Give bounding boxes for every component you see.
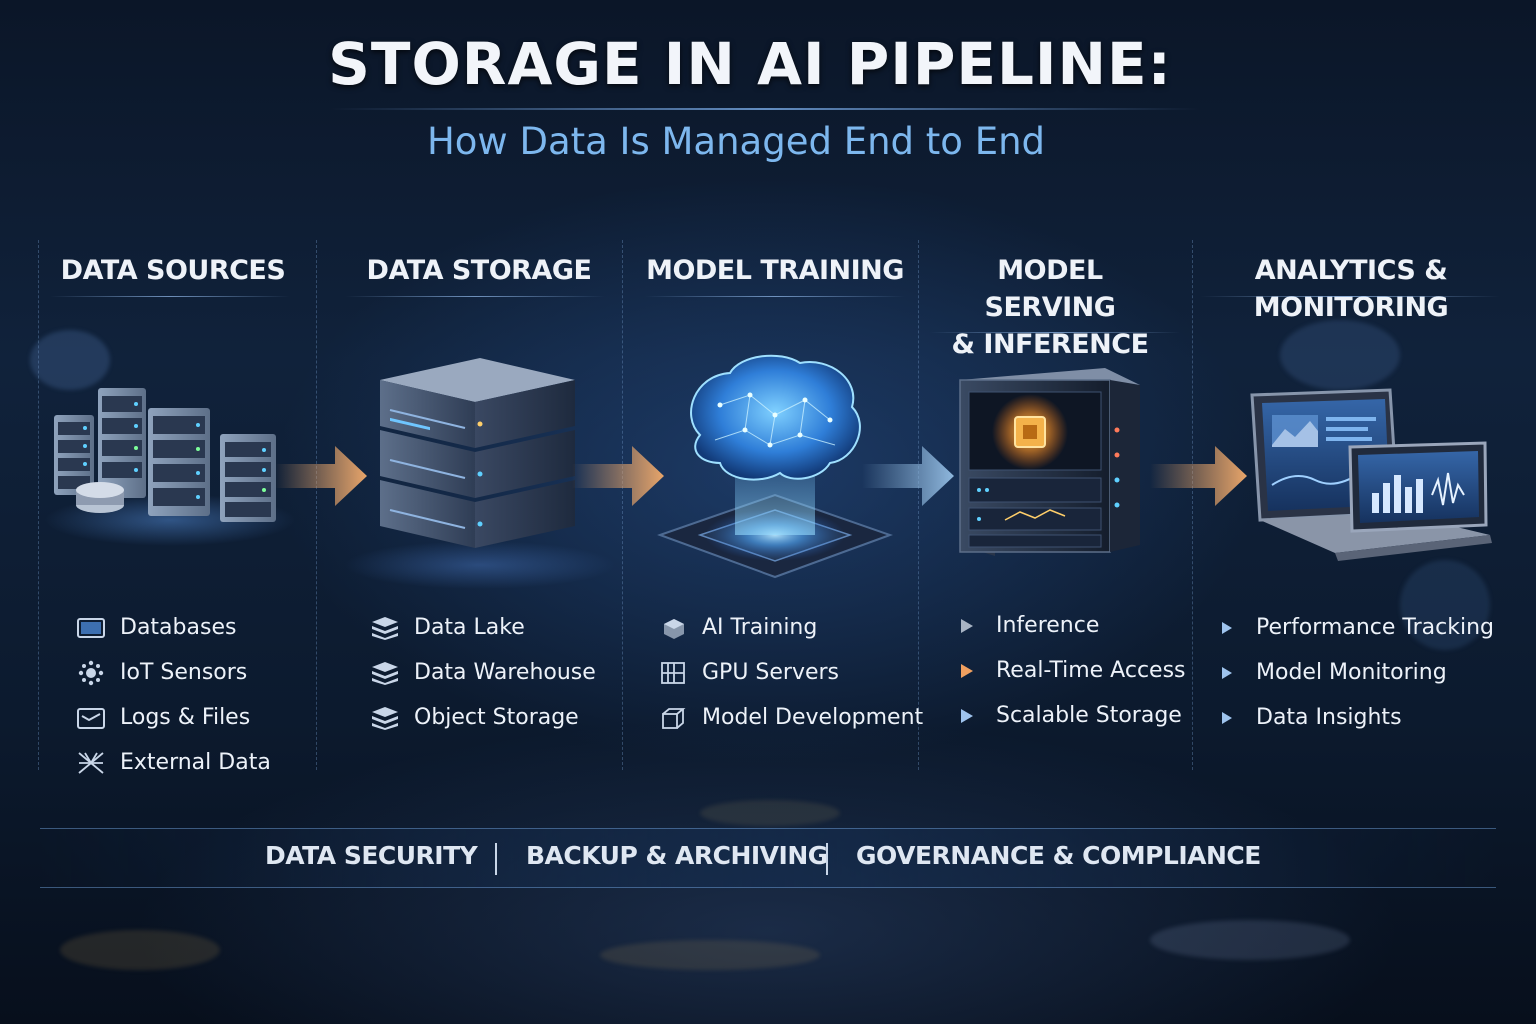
item-label: GPU Servers	[702, 660, 840, 685]
column-divider	[38, 240, 39, 770]
item-label: Data Insights	[1256, 705, 1402, 730]
item-label: External Data	[120, 750, 271, 775]
ai-brain-chip-icon	[657, 354, 893, 579]
play-triangle-icon	[1212, 706, 1242, 730]
sensor-icon	[76, 660, 106, 685]
list-item: Real-Time Access	[952, 648, 1186, 693]
network-icon	[76, 751, 106, 775]
flow-arrow-2	[572, 446, 664, 506]
analytics-monitoring-list: Performance Tracking Model Monitoring Da…	[1212, 605, 1494, 740]
heading-underline	[645, 296, 905, 297]
list-item: Model Monitoring	[1212, 650, 1494, 695]
heading-underline	[930, 332, 1180, 333]
column-divider	[316, 240, 317, 770]
flow-arrow-1	[275, 446, 367, 506]
heading-data-storage: DATA STORAGE	[366, 255, 592, 286]
item-label: Scalable Storage	[996, 703, 1182, 728]
flow-arrow-4	[1150, 446, 1247, 506]
footer-item-data-security: DATA SECURITY	[265, 841, 478, 870]
server-rack-icon	[658, 661, 688, 685]
layers-icon	[370, 661, 400, 685]
play-triangle-icon	[1212, 616, 1242, 640]
item-label: Databases	[120, 615, 237, 640]
item-label: Performance Tracking	[1256, 615, 1494, 640]
heading-model-serving: MODEL SERVING & INFERENCE	[930, 252, 1170, 363]
list-item: Object Storage	[370, 695, 596, 740]
column-divider	[918, 240, 919, 770]
column-divider	[1192, 240, 1193, 770]
data-storage-list: Data Lake Data Warehouse Object Storage	[370, 605, 596, 740]
monitor-icon	[76, 616, 106, 640]
heading-model-serving-line1: MODEL SERVING	[984, 255, 1116, 323]
model-training-list: AI Training GPU Servers Model Developmen…	[658, 605, 923, 740]
play-triangle-icon	[952, 704, 982, 728]
list-item: IoT Sensors	[76, 650, 271, 695]
item-label: Data Warehouse	[414, 660, 596, 685]
item-label: Real-Time Access	[996, 658, 1186, 683]
play-triangle-icon	[952, 659, 982, 683]
item-label: IoT Sensors	[120, 660, 248, 685]
heading-data-sources: DATA SOURCES	[60, 255, 286, 286]
box-icon	[658, 706, 688, 730]
item-label: Model Development	[702, 705, 924, 730]
column-divider	[622, 240, 623, 770]
footer-separator	[826, 843, 828, 875]
list-item: Performance Tracking	[1212, 605, 1494, 650]
play-triangle-icon	[952, 614, 982, 638]
data-sources-list: Databases IoT Sensors Logs & Files Exter…	[76, 605, 271, 785]
folder-icon	[76, 706, 106, 730]
list-item: Model Development	[658, 695, 923, 740]
list-item: Scalable Storage	[952, 693, 1186, 738]
list-item: Inference	[952, 603, 1186, 648]
list-item: Data Lake	[370, 605, 596, 650]
page-title: STORAGE IN AI PIPELINE:	[328, 30, 1172, 98]
list-item: Databases	[76, 605, 271, 650]
title-underline	[330, 108, 1200, 110]
layers-icon	[370, 706, 400, 730]
heading-underline	[1200, 296, 1500, 297]
heading-model-training: MODEL TRAINING	[646, 255, 904, 286]
page-subtitle: How Data Is Managed End to End	[426, 120, 1046, 163]
play-triangle-icon	[1212, 661, 1242, 685]
footer-separator	[495, 843, 497, 875]
list-item: GPU Servers	[658, 650, 923, 695]
footer-item-governance-compliance: GOVERNANCE & COMPLIANCE	[856, 841, 1261, 870]
server-cluster-icon	[45, 388, 295, 546]
heading-underline	[50, 296, 290, 297]
storage-array-icon	[345, 358, 615, 589]
footer-bar	[40, 828, 1496, 888]
item-label: AI Training	[702, 615, 818, 640]
list-item: AI Training	[658, 605, 923, 650]
inference-server-icon	[959, 368, 1140, 556]
cube-icon	[658, 616, 688, 640]
heading-model-serving-line2: & INFERENCE	[951, 329, 1149, 360]
model-serving-list: Inference Real-Time Access Scalable Stor…	[952, 603, 1186, 738]
list-item: Data Insights	[1212, 695, 1494, 740]
item-label: Model Monitoring	[1256, 660, 1447, 685]
item-label: Object Storage	[414, 705, 579, 730]
heading-analytics-monitoring: ANALYTICS & MONITORING	[1253, 255, 1449, 323]
item-label: Logs & Files	[120, 705, 251, 730]
list-item: Data Warehouse	[370, 650, 596, 695]
item-label: Data Lake	[414, 615, 525, 640]
analytics-devices-icon	[1250, 388, 1492, 561]
list-item: External Data	[76, 740, 271, 785]
layers-icon	[370, 616, 400, 640]
heading-underline	[345, 296, 605, 297]
flow-arrow-3	[862, 446, 954, 506]
item-label: Inference	[996, 613, 1100, 638]
list-item: Logs & Files	[76, 695, 271, 740]
footer-item-backup-archiving: BACKUP & ARCHIVING	[526, 841, 828, 870]
